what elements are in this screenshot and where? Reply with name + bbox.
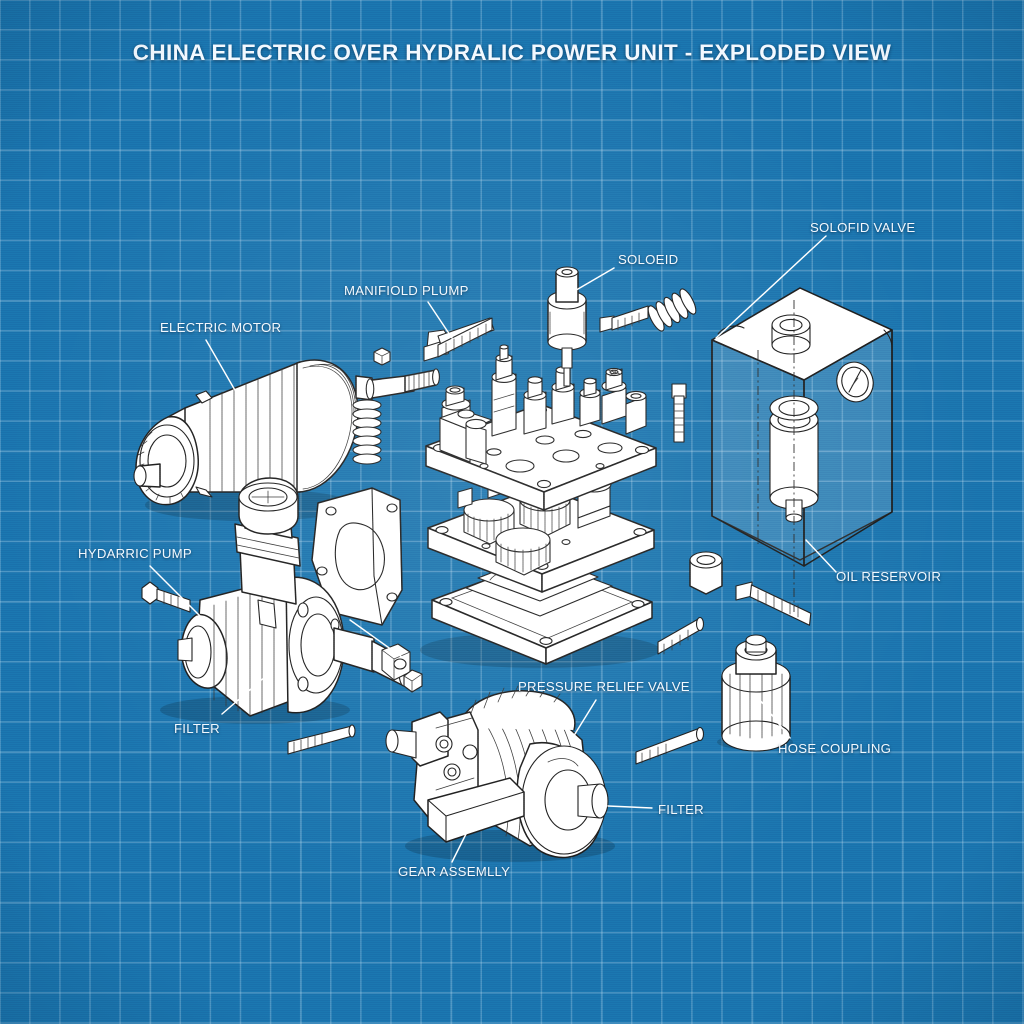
label-hydraulic-pump: HYDARRIC PUMP bbox=[78, 546, 192, 561]
leader-hydraulic-pump bbox=[149, 565, 201, 617]
label-manifold-pump: MANIFIOLD PLUMP bbox=[344, 283, 469, 298]
label-gear-assembly: GEAR ASSEMLLY bbox=[398, 864, 511, 879]
label-solenoid: SOLOEID bbox=[618, 252, 679, 267]
label-electric-motor: ELECTRIC MOTOR bbox=[160, 320, 282, 335]
label-solenoid-valve: SOLOFID VALVE bbox=[810, 220, 916, 235]
leader-bracket bbox=[349, 619, 407, 661]
leader-electric-motor bbox=[205, 339, 237, 393]
label-filter-right: FILTER bbox=[658, 802, 704, 817]
label-oil-reservoir: OIL RESERVOIR bbox=[836, 569, 942, 584]
leader-pressure-relief-valve bbox=[569, 699, 597, 743]
leader-filter-left bbox=[221, 675, 267, 715]
leader-filter-right bbox=[607, 805, 653, 809]
leader-solenoid-valve bbox=[715, 235, 827, 339]
label-hose-coupling: HOSE COUPLING bbox=[778, 741, 892, 756]
leader-hose-coupling bbox=[759, 699, 791, 739]
leader-gear-assembly bbox=[451, 817, 475, 863]
label-pressure-relief-valve: PRESSURE RELIEF VALVE bbox=[518, 679, 690, 694]
page-title: CHINA ELECTRIC OVER HYDRALIC POWER UNIT … bbox=[132, 40, 892, 65]
leader-manifold-pump bbox=[427, 301, 453, 339]
label-filter-left: FILTER bbox=[174, 721, 220, 736]
leader-solenoid bbox=[565, 267, 615, 297]
leader-oil-reservoir bbox=[805, 539, 837, 573]
